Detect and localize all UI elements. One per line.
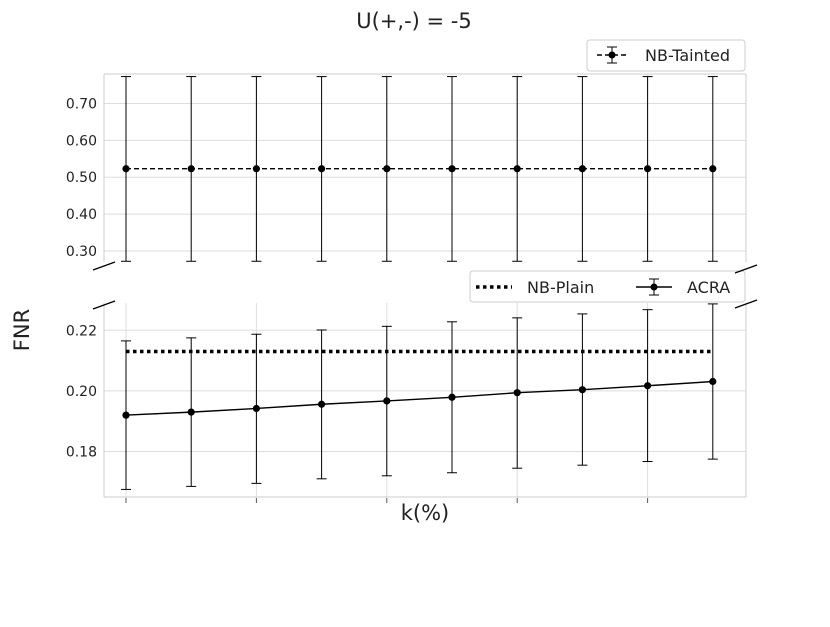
legend-nb-tainted-marker (608, 51, 616, 59)
data-point-acra-0 (122, 411, 130, 419)
x-axis-label: k(%) (401, 501, 450, 525)
legend-bottom-box (469, 270, 746, 303)
axis-break-marks (92, 261, 758, 310)
data-point-acra-7 (578, 386, 587, 394)
axis-break-left-bottom (92, 300, 116, 310)
data-point-acra-3 (318, 400, 326, 408)
legend-acra-marker (650, 283, 658, 291)
data-point-nb-tainted-8 (644, 165, 652, 173)
data-point-acra-6 (513, 389, 521, 397)
axis-break-right-bottom (734, 299, 758, 309)
y-axis-label: FNR (10, 309, 34, 351)
data-point-acra-9 (709, 377, 717, 386)
data-point-nb-tainted-7 (578, 165, 587, 173)
legend-top-box (586, 39, 746, 72)
legend-nb-plain-label: NB-Plain (527, 278, 594, 297)
data-point-nb-tainted-3 (318, 165, 326, 173)
axis-break-left-top (92, 261, 116, 271)
axis-break-right-top (734, 264, 758, 274)
series-layer (121, 76, 718, 490)
series-line-acra (125, 380, 713, 416)
tick-layer: 0.30 0.40 0.50 0.60 0.70 0.18 0.20 0.22 (66, 96, 649, 503)
legend-acra-label: ACRA (687, 278, 730, 297)
data-point-nb-tainted-5 (448, 165, 456, 173)
legend-nb-tainted-label: NB-Tainted (645, 46, 730, 65)
y-tick-label-bottom-1: 0.20 (66, 384, 97, 400)
data-point-acra-4 (383, 397, 391, 405)
legend-top: NB-Tainted (586, 39, 746, 72)
chart-title: U(+,-) = -5 (356, 9, 472, 33)
data-point-nb-tainted-1 (187, 165, 195, 173)
y-tick-label-bottom-2: 0.22 (66, 323, 97, 339)
data-point-nb-tainted-9 (709, 165, 717, 173)
frame-layer (103, 73, 747, 498)
data-point-acra-1 (187, 408, 195, 416)
data-point-acra-8 (644, 382, 652, 390)
y-tick-label-top-2: 0.50 (66, 170, 97, 186)
y-tick-label-top-4: 0.70 (66, 96, 97, 112)
legend-bottom: NB-Plain ACRA (469, 270, 746, 303)
y-tick-label-top-0: 0.30 (66, 244, 97, 260)
data-point-nb-tainted-2 (252, 165, 260, 173)
data-point-nb-tainted-0 (122, 165, 130, 173)
data-point-nb-tainted-4 (383, 165, 391, 173)
data-point-acra-5 (448, 393, 456, 401)
y-tick-label-bottom-0: 0.18 (66, 445, 97, 461)
y-tick-label-top-1: 0.40 (66, 207, 97, 223)
y-tick-label-top-3: 0.60 (66, 133, 97, 149)
data-point-nb-tainted-6 (513, 165, 521, 173)
data-point-acra-2 (252, 404, 260, 413)
